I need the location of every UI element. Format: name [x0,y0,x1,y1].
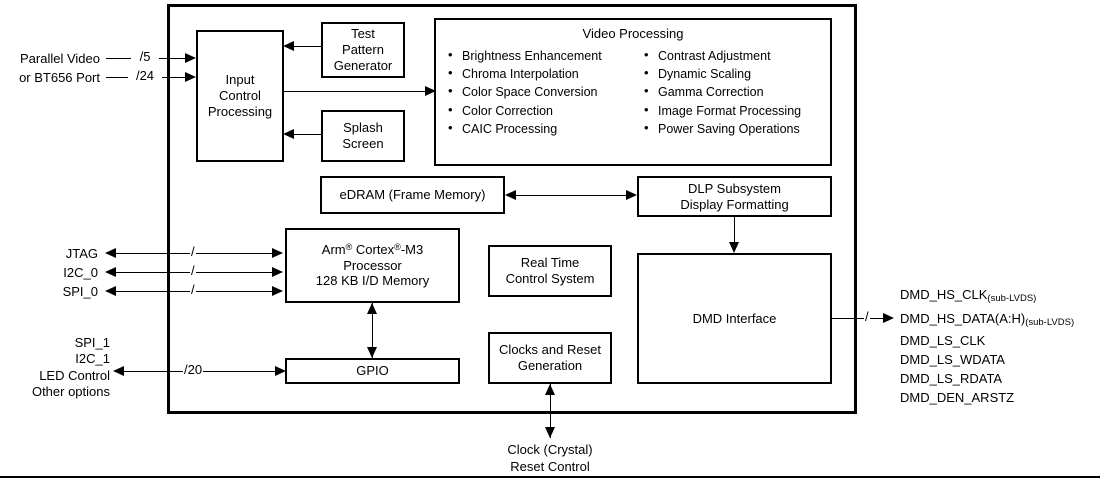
list-item: Gamma Correction [642,82,820,101]
block-real-time-control-system[interactable]: Real Time Control System [488,245,612,297]
arrow-gpio-group-left [113,365,124,376]
output-signal-sub: (sub-LVDS) [987,293,1037,305]
footer-divider [0,476,1100,478]
arm-core-line3: 128 KB I/D Memory [315,273,430,289]
bus-width-i2c0: / [190,263,196,278]
block-clocks-and-reset-generation[interactable]: Clocks and Reset Generation [488,332,612,384]
registered-mark-icon: ® [345,241,353,252]
list-item: Color Correction [446,101,624,120]
bt656-port-line2: or BT656 Port [19,70,100,85]
arrow-dlp-right [626,189,637,200]
block-gpio[interactable]: GPIO [285,358,460,384]
video-processing-left-column: Brightness Enhancement Chroma Interpolat… [446,46,624,138]
list-item: Image Format Processing [642,101,820,120]
arrow-spi0-left [105,285,116,296]
output-signal-dmd-ls-clk: DMD_LS_CLK [900,333,986,348]
list-item: Dynamic Scaling [642,64,820,83]
arrow-i2c0-right [272,266,283,277]
arrow-arm-up [366,303,377,314]
arrow-test-pattern-to-input [283,40,294,51]
bus-width-5: /5 [131,50,159,63]
list-item: Contrast Adjustment [642,46,820,65]
arrow-clock-up [544,384,555,395]
arm-core-line2: Processor [343,257,402,273]
input-label-parallel-video: Parallel Video [0,51,100,67]
arrow-dlp-to-dmd-interface [728,242,739,253]
input-label-spi0: SPI_0 [62,284,98,299]
output-signal-dmd-ls-rdata: DMD_LS_RDATA [900,371,1003,386]
arrow-gpio-down [366,347,377,358]
wire-dlp-to-dmd-interface [734,217,735,244]
block-arm-cortex-m3[interactable]: Arm® Cortex®-M3 Processor 128 KB I/D Mem… [285,228,460,303]
input-label-bt656-port: or BT656 Port [0,70,100,86]
list-item: Brightness Enhancement [446,46,624,65]
block-test-pattern-generator[interactable]: Test Pattern Generator [321,22,405,78]
output-signal-name: DMD_HS_CLK [900,287,988,302]
block-edram-frame-memory[interactable]: eDRAM (Frame Memory) [320,176,505,214]
arrow-jtag-left [105,247,116,258]
arrow-splash-to-input [283,128,294,139]
wire-test-pattern-to-input [292,46,322,47]
wire-arm-to-gpio [372,303,373,358]
arrow-edram-left [505,189,516,200]
output-signal-dmd-hs-clk: DMD_HS_CLK(sub-LVDS) [900,287,1036,305]
arrow-i2c0-left [105,266,116,277]
block-video-processing[interactable]: Video Processing Brightness Enhancement … [434,18,832,166]
arrow-bt656-bottom [185,71,196,82]
input-label-gpio-group: SPI_1 I2C_1 LED Control Other options [31,335,110,399]
output-signal-name: DMD_HS_DATA(A:H) [900,311,1026,326]
bus-width-dmd: / [864,309,870,324]
device-boundary [167,4,857,414]
arrow-clock-down [544,427,555,438]
list-item: CAIC Processing [446,119,624,138]
wire-edram-to-dlp [514,195,628,196]
bus-width-spi0: / [190,282,196,297]
wire-dmd-output [832,318,884,319]
block-dmd-interface[interactable]: DMD Interface [637,253,832,384]
list-item: Chroma Interpolation [446,64,624,83]
arm-core-title: Arm® Cortex®-M3 [321,241,424,257]
registered-mark-icon: ® [394,241,401,252]
block-splash-screen[interactable]: Splash Screen [321,110,405,162]
clock-crystal-line1: Clock (Crystal) [507,442,593,457]
input-label-jtag: JTAG [65,246,98,261]
arrow-gpio-group-right [275,365,286,376]
output-signal-sub: (sub-LVDS) [1025,317,1075,329]
wire-splash-to-input [292,134,322,135]
output-signal-dmd-hs-data: DMD_HS_DATA(A:H)(sub-LVDS) [900,311,1074,329]
arrow-input-to-video-processing [425,85,436,96]
arrow-jtag-right [272,247,283,258]
video-processing-right-column: Contrast Adjustment Dynamic Scaling Gamm… [642,46,820,138]
input-label-i2c0: I2C_0 [63,265,98,280]
list-item: Power Saving Operations [642,119,820,138]
list-item: Color Space Conversion [446,82,624,101]
bus-width-20: /20 [183,362,204,377]
clock-crystal-line2: Reset Control [510,459,590,474]
wire-clock-crystal [550,384,551,438]
output-signal-dmd-den-arstz: DMD_DEN_ARSTZ [900,390,1015,405]
arrow-dmd-output [883,312,894,323]
output-signal-dmd-ls-wdata: DMD_LS_WDATA [900,352,1005,367]
bus-width-jtag: / [190,244,196,259]
bus-width-24: /24 [128,69,162,82]
arrow-spi0-right [272,285,283,296]
block-dlp-subsystem-display-formatting[interactable]: DLP Subsystem Display Formatting [637,176,832,217]
video-processing-title: Video Processing [582,26,684,41]
parallel-video-line1: Parallel Video [20,51,100,66]
wire-input-to-video-processing [284,91,430,92]
block-input-control-processing[interactable]: Input Control Processing [196,30,284,162]
arrow-parallel-video-top [185,52,196,63]
